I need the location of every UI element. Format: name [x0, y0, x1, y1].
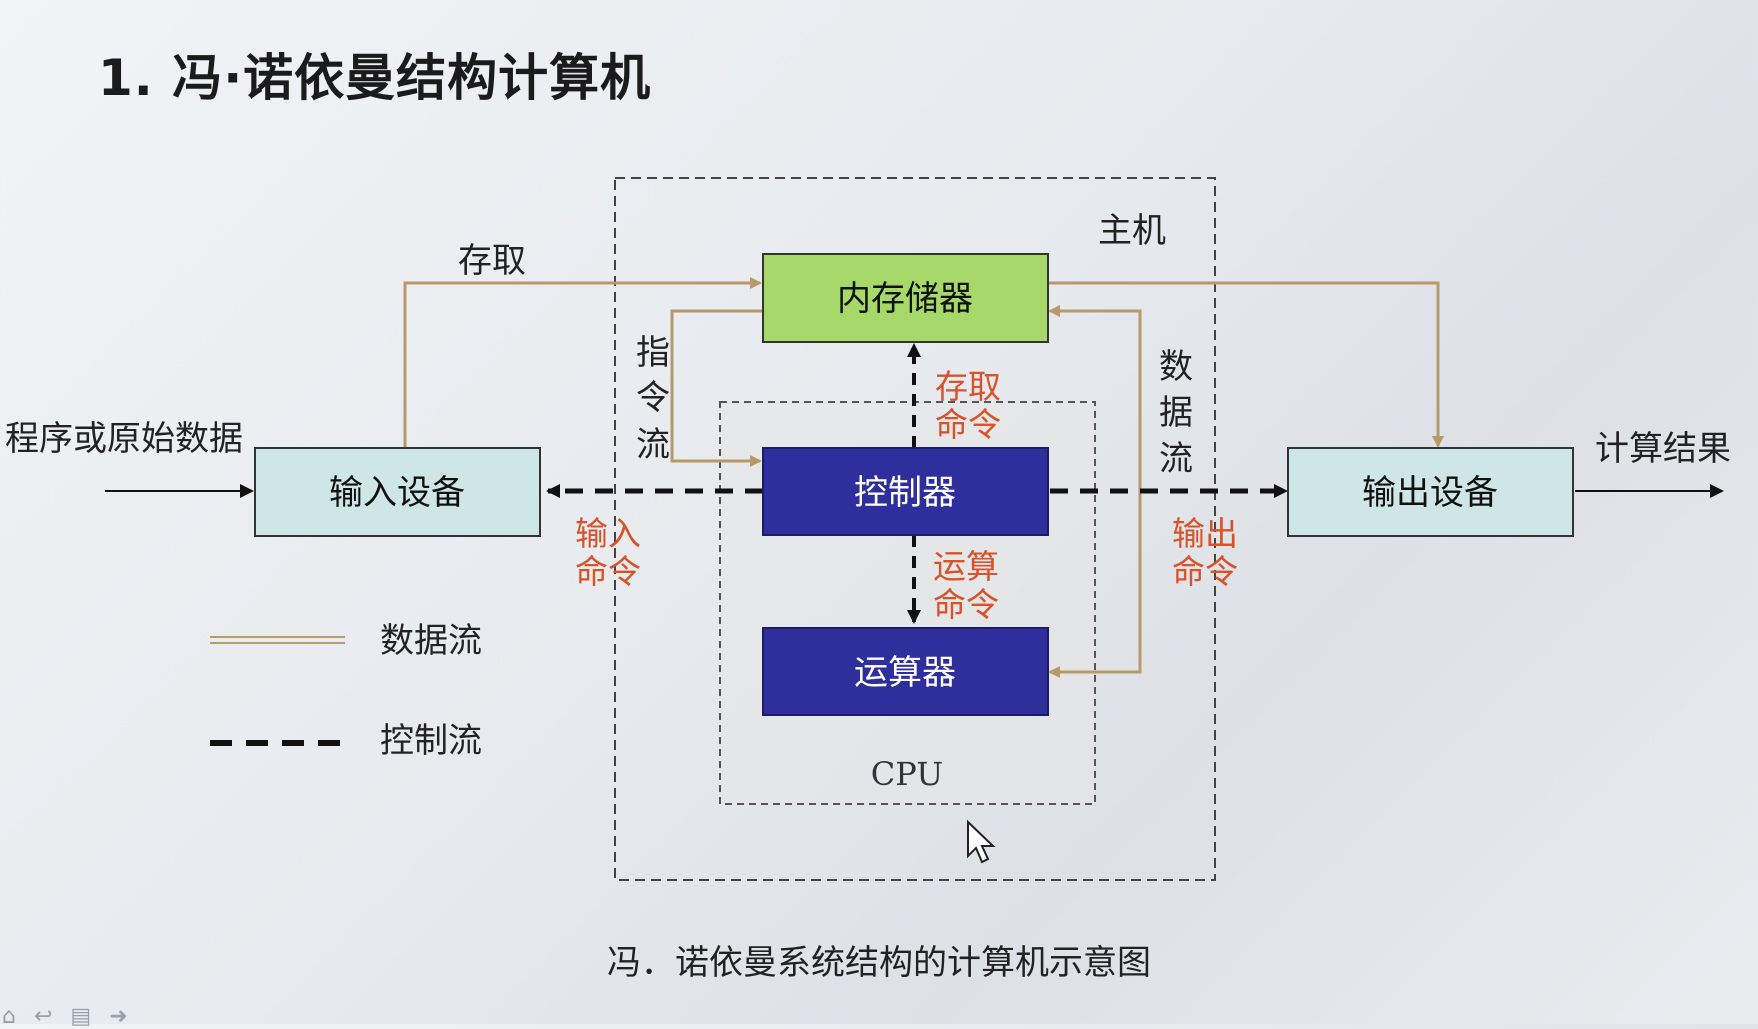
output-device-label: 输出设备: [1362, 473, 1498, 513]
svg-text:令: 令: [636, 378, 670, 418]
input-command-label: 输入 命令: [575, 514, 641, 591]
host-frame: [614, 177, 1216, 881]
svg-text:流: 流: [636, 425, 670, 465]
legend-data-flow-label: 数据流: [380, 621, 482, 661]
legend: 数据流 控制流: [210, 621, 482, 761]
svg-text:命令: 命令: [1172, 552, 1238, 591]
access-command-label: 存取 命令: [935, 367, 1001, 444]
cpu-label: CPU: [871, 755, 943, 793]
output-command-label: 输出 命令: [1172, 514, 1238, 591]
svg-text:数: 数: [1159, 347, 1193, 387]
alu-command-label: 运算 命令: [933, 547, 999, 624]
home-icon[interactable]: ⌂: [2, 1004, 34, 1029]
instruction-flow-line: [670, 309, 763, 467]
output-device-box: 输出设备: [1287, 447, 1574, 537]
menu-icon[interactable]: ▤: [70, 1004, 110, 1029]
svg-text:命令: 命令: [935, 405, 1001, 444]
alu-label: 运算器: [854, 653, 956, 693]
mouse-cursor-icon: [967, 819, 996, 864]
input-to-memory-line: [403, 277, 762, 448]
legend-data-flow: 数据流: [210, 621, 482, 661]
figure-caption: 冯．诺依曼系统结构的计算机示意图: [607, 943, 1151, 983]
instruction-flow-label: 指 令 流: [636, 333, 670, 465]
slide-title: 1. 冯·诺依曼结构计算机: [98, 49, 652, 107]
alu-box: 运算器: [762, 627, 1049, 716]
svg-text:存取: 存取: [935, 367, 1001, 406]
input-device-box: 输入设备: [254, 447, 541, 537]
svg-text:据: 据: [1159, 393, 1193, 433]
controller-label: 控制器: [854, 473, 956, 513]
host-label: 主机: [1098, 211, 1166, 251]
legend-control-flow: 控制流: [210, 721, 482, 761]
control-flow-lines: [546, 343, 1288, 624]
svg-text:命令: 命令: [575, 552, 641, 591]
svg-text:命令: 命令: [933, 585, 999, 624]
memory-box: 内存储器: [762, 253, 1049, 343]
forward-icon[interactable]: ➜: [109, 1004, 146, 1029]
slide-nav[interactable]: ⌂↩▤➜: [2, 1004, 146, 1029]
result-label: 计算结果: [1595, 429, 1731, 469]
svg-text:输出: 输出: [1172, 514, 1238, 553]
controller-box: 控制器: [762, 447, 1049, 536]
input-device-label: 输入设备: [329, 473, 465, 513]
svg-text:指: 指: [636, 333, 670, 373]
memory-to-output-line: [1048, 281, 1444, 448]
svg-text:流: 流: [1159, 439, 1193, 479]
memory-label: 内存储器: [837, 279, 973, 319]
access-top-label: 存取: [458, 241, 526, 281]
data-flow-vertical-label: 数 据 流: [1159, 347, 1193, 479]
svg-text:输入: 输入: [575, 514, 641, 553]
back-icon[interactable]: ↩: [33, 1004, 71, 1029]
legend-control-flow-label: 控制流: [380, 721, 482, 761]
svg-text:运算: 运算: [933, 547, 999, 586]
program-input-label: 程序或原始数据: [5, 419, 243, 459]
